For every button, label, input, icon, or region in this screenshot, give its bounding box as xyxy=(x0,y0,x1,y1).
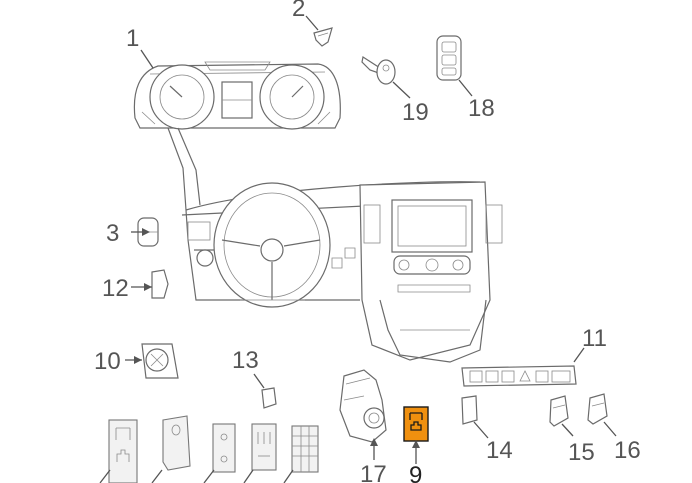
part-bottom-switch-a[interactable] xyxy=(108,419,138,483)
part-switch-14[interactable] xyxy=(461,395,478,425)
part-switch-panel[interactable] xyxy=(461,365,577,387)
callout-16: 16 xyxy=(614,437,641,464)
callout-19: 19 xyxy=(402,99,429,126)
part-switch-9-highlighted[interactable] xyxy=(403,406,429,442)
callout-18: 18 xyxy=(468,95,495,122)
part-switch-15[interactable] xyxy=(549,395,569,427)
part-dashboard xyxy=(167,127,503,363)
callout-13: 13 xyxy=(232,347,259,374)
callout-11: 11 xyxy=(582,325,607,352)
part-button-13[interactable] xyxy=(261,387,277,409)
part-light-switch[interactable] xyxy=(141,343,179,379)
part-instrument-cluster[interactable] xyxy=(133,61,341,130)
part-cover-12[interactable] xyxy=(151,269,169,299)
part-sensor[interactable] xyxy=(313,27,333,47)
part-key-fob[interactable] xyxy=(436,35,462,81)
callout-numbers: 1 2 3 9 10 11 12 13 14 15 16 17 18 19 xyxy=(94,0,641,483)
callout-12: 12 xyxy=(102,275,129,302)
callout-10: 10 xyxy=(94,348,121,375)
callout-14: 14 xyxy=(486,437,513,464)
part-key[interactable] xyxy=(361,56,396,85)
callout-3: 3 xyxy=(106,220,119,247)
callout-17: 17 xyxy=(360,461,387,483)
callout-15: 15 xyxy=(568,439,595,466)
part-switch-16[interactable] xyxy=(587,393,608,425)
part-bottom-switch-d[interactable] xyxy=(251,423,277,471)
arrow-heads xyxy=(134,228,420,448)
callout-1: 1 xyxy=(126,25,139,52)
part-ignition-switch[interactable] xyxy=(339,369,387,443)
part-bottom-switch-c[interactable] xyxy=(212,423,236,473)
part-bottom-switch-b[interactable] xyxy=(162,415,191,471)
part-bottom-switch-e[interactable] xyxy=(291,425,319,473)
callout-9: 9 xyxy=(409,462,422,483)
callout-2: 2 xyxy=(292,0,305,22)
